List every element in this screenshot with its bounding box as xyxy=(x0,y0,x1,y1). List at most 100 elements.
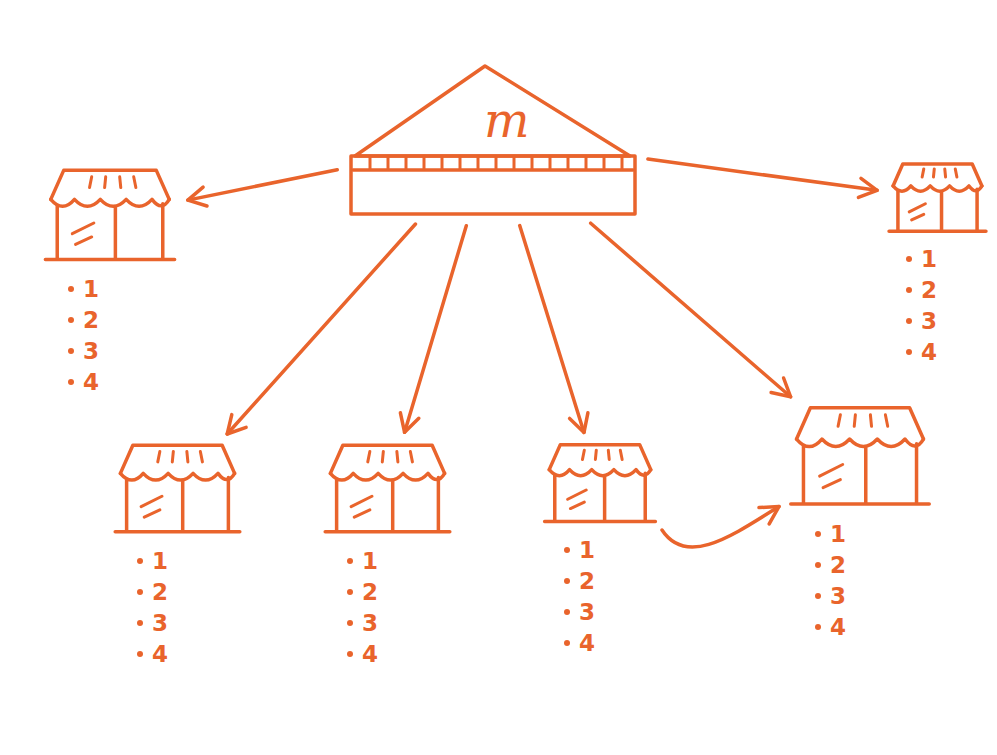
bullet-dot xyxy=(347,620,353,626)
arrow-connector xyxy=(188,170,337,206)
list-number: 2 xyxy=(83,306,99,334)
bullet-dot xyxy=(347,589,353,595)
item-list: 1 2 3 4 xyxy=(40,267,180,397)
warehouse-roof xyxy=(355,66,630,156)
arrow-connector xyxy=(648,159,877,197)
shop-body xyxy=(325,478,450,532)
bullet-dot xyxy=(564,578,570,584)
list-item: 2 xyxy=(564,565,660,596)
warehouse-strip xyxy=(353,168,633,172)
list-number: 3 xyxy=(921,307,937,335)
list-number: 1 xyxy=(921,245,937,273)
arrow-head xyxy=(759,507,779,524)
warehouse-base xyxy=(351,156,635,214)
list-number: 2 xyxy=(152,578,168,606)
shop-drawing xyxy=(785,402,935,512)
shop-scallops xyxy=(51,199,169,206)
list-item: 4 xyxy=(347,638,455,669)
bullet-dot xyxy=(347,558,353,564)
arrow-connector xyxy=(520,226,588,433)
list-number: 3 xyxy=(579,598,595,626)
list-item: 3 xyxy=(815,580,935,611)
list-item: 1 xyxy=(137,545,245,576)
bullet-dot xyxy=(137,558,143,564)
arrow-head xyxy=(400,413,418,433)
bullet-dot xyxy=(906,287,912,293)
list-item: 2 xyxy=(137,576,245,607)
arrow-connector xyxy=(400,226,466,433)
bullet-dot xyxy=(68,286,74,292)
list-number: 1 xyxy=(83,275,99,303)
bullet-dot xyxy=(815,531,821,537)
list-number: 4 xyxy=(152,640,168,668)
shop-stripes xyxy=(922,169,957,177)
list-number: 3 xyxy=(83,337,99,365)
item-list: 1 2 3 4 xyxy=(110,539,245,669)
arrow-head xyxy=(570,413,588,433)
list-item: 4 xyxy=(815,611,935,642)
shop-body xyxy=(889,189,986,231)
shop-node: 1 2 3 4 xyxy=(40,165,180,397)
list-item: 2 xyxy=(68,304,180,335)
list-number: 3 xyxy=(362,609,378,637)
arrow-connector xyxy=(662,507,779,548)
shop-stripes xyxy=(582,450,622,459)
shop-awning xyxy=(549,445,651,470)
shop-drawing xyxy=(885,160,990,237)
shop-window xyxy=(141,496,162,517)
list-item: 3 xyxy=(68,335,180,366)
warehouse-node: m xyxy=(345,58,640,218)
shop-window xyxy=(820,465,843,488)
list-number: 2 xyxy=(921,276,937,304)
list-item: 3 xyxy=(564,596,660,627)
shop-window xyxy=(568,490,586,509)
shop-scallops xyxy=(549,470,651,476)
shop-awning xyxy=(51,170,169,199)
list-item: 1 xyxy=(906,243,990,274)
list-number: 1 xyxy=(152,547,168,575)
shop-drawing xyxy=(320,440,455,539)
warehouse-ticks xyxy=(370,157,622,169)
list-item: 3 xyxy=(906,305,990,336)
list-number: 4 xyxy=(83,368,99,396)
list-item: 2 xyxy=(906,274,990,305)
list-item: 1 xyxy=(347,545,455,576)
bullet-dot xyxy=(906,318,912,324)
shop-stripes xyxy=(90,177,136,188)
bullet-dot xyxy=(137,589,143,595)
arrow-head xyxy=(188,187,207,206)
list-item: 3 xyxy=(347,607,455,638)
shop-drawing xyxy=(540,440,660,528)
list-item: 4 xyxy=(137,638,245,669)
shop-body xyxy=(45,204,174,260)
shop-window xyxy=(72,223,94,244)
bullet-dot xyxy=(564,609,570,615)
shop-node: 1234 xyxy=(785,402,935,642)
list-item: 2 xyxy=(347,576,455,607)
logo-mark: m xyxy=(484,95,530,145)
arrow-line xyxy=(591,223,791,397)
item-list: 1234 xyxy=(540,528,660,658)
item-list: 1 2 34 xyxy=(885,237,990,367)
list-number: 3 xyxy=(152,609,168,637)
shop-body xyxy=(545,473,656,521)
arrow-line xyxy=(662,507,779,548)
list-item: 3 xyxy=(137,607,245,638)
bullet-dot xyxy=(347,651,353,657)
list-item: 4 xyxy=(906,336,990,367)
shop-scallops xyxy=(330,473,444,480)
shop-scallops xyxy=(797,439,924,447)
list-number: 3 xyxy=(830,582,846,610)
list-number: 2 xyxy=(362,578,378,606)
arrow-head xyxy=(227,415,246,434)
bullet-dot xyxy=(906,256,912,262)
list-number: 4 xyxy=(830,613,846,641)
shop-node: 12 34 xyxy=(320,440,455,669)
bullet-dot xyxy=(564,640,570,646)
shop-node: 1 2 3 4 xyxy=(110,440,245,669)
bullet-dot xyxy=(815,562,821,568)
arrow-line xyxy=(520,226,584,433)
list-item: 1 xyxy=(68,273,180,304)
item-list: 1234 xyxy=(785,512,935,642)
